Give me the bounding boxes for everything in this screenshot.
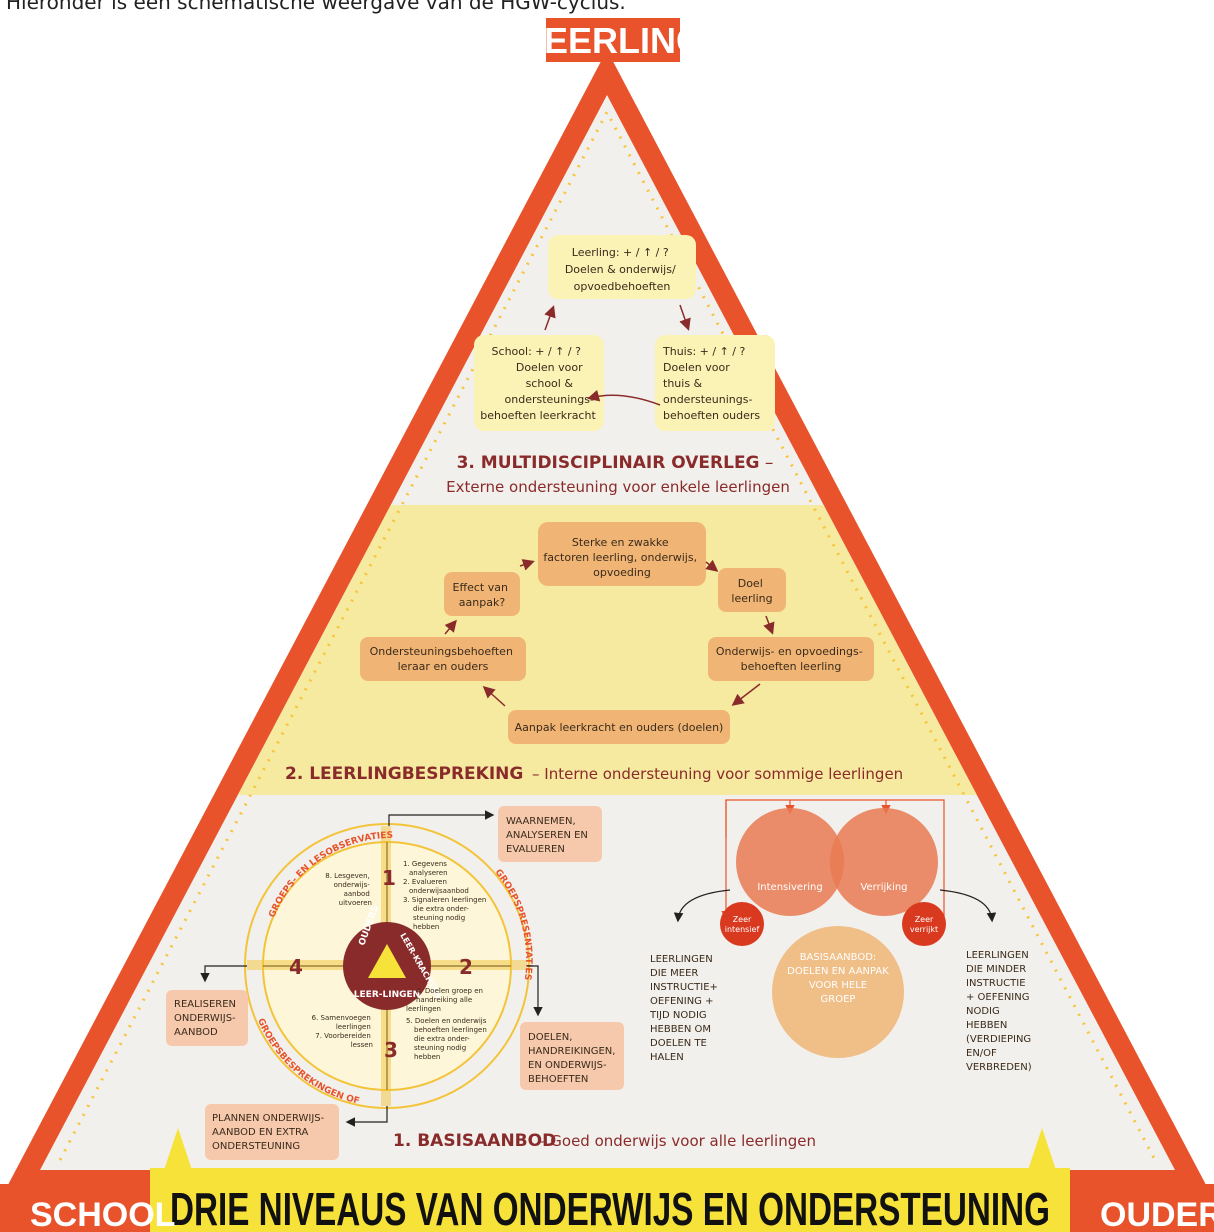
- level1-subtitle: – Goed onderwijs voor alle leerlingen: [538, 1132, 816, 1150]
- svg-text:4: 4: [289, 955, 303, 979]
- level3-cycle: Leerling: + / ↑ / ? Doelen & onderwijs/ …: [474, 235, 775, 431]
- level2-cycle: Sterke en zwakke factoren leerling, onde…: [360, 522, 874, 744]
- level2-subtitle: – Interne ondersteuning voor sommige lee…: [532, 765, 903, 783]
- left-label: SCHOOL: [30, 1196, 175, 1232]
- svg-text:Sterke en zwakke factore: Sterke en zwakke factoren leerling, onde…: [543, 536, 700, 579]
- svg-text:Effect van aanpak?: Effect van aanpak?: [453, 581, 512, 609]
- apex-label-box: [546, 18, 680, 62]
- svg-text:PLANNEN ONDERWIJS-AANBOD EN EX: PLANNEN ONDERWIJS-AANBOD EN EXTRAONDERST…: [212, 1113, 325, 1152]
- level3-subtitle: Externe ondersteuning voor enkele leerli…: [446, 478, 790, 496]
- level1-wheel: OUDERS LEER-KRACHTEN LEER-LINGEN 1 2 3 4…: [244, 823, 533, 1109]
- l3-left-box: School: + / ↑ / ? Doelen voor school & o…: [480, 345, 597, 422]
- svg-text:LEER-LINGEN: LEER-LINGEN: [354, 990, 420, 1000]
- l3-top-box: Leerling: + / ↑ / ? Doelen & onderwijs/ …: [565, 246, 679, 293]
- svg-text:6. Samenvoegen leerlinge: 6. Samenvoegen leerlingen 7. Voorbereide…: [312, 1014, 373, 1049]
- svg-text:3: 3: [384, 1038, 398, 1062]
- svg-text:8. Lesgeven, onderwijs-: 8. Lesgeven, onderwijs- aanbod uitvoeren: [325, 872, 372, 907]
- banner-title: DRIE NIVEAUS VAN ONDERWIJS EN ONDERSTEUN…: [170, 1183, 1050, 1232]
- apex-label: LEERLING: [522, 20, 704, 61]
- svg-text:2: 2: [459, 955, 473, 979]
- bottom-banner: [150, 1168, 1070, 1232]
- svg-text:DOELEN,HANDREIKINGEN,EN ONDERW: DOELEN,HANDREIKINGEN,EN ONDERWIJS-BEHOEF…: [528, 1032, 615, 1085]
- svg-text:1: 1: [382, 866, 396, 890]
- svg-text:Intensivering: Intensivering: [757, 882, 822, 893]
- svg-text:4. Doelen groep en handr: 4. Doelen groep en handreiking alle leer…: [406, 987, 489, 1061]
- svg-text:1. Gegevens analyseren: 1. Gegevens analyseren 2. Evalueren onde…: [403, 860, 489, 931]
- caption: Hieronder is een schematische weergave v…: [6, 0, 626, 14]
- svg-text:Verrijking: Verrijking: [860, 882, 907, 893]
- level1-title: 1. BASISAANBOD: [393, 1131, 556, 1151]
- level3-title: 3. MULTIDISCIPLINAIR OVERLEG –: [457, 453, 774, 473]
- svg-text:Onderwijs- en opvoedings-: Onderwijs- en opvoedings- behoeften leer…: [716, 645, 866, 673]
- svg-text:Aanpak leerkracht en ouders (d: Aanpak leerkracht en ouders (doelen): [515, 721, 724, 734]
- svg-text:Ondersteuningsbehoeften: Ondersteuningsbehoeften leraar en ouders: [370, 645, 517, 673]
- svg-text:Doel leerling: Doel leerling: [731, 577, 772, 605]
- level2-title: 2. LEERLINGBESPREKING: [285, 764, 523, 784]
- l3-right-box: Thuis: + / ↑ / ? Doelen voor thuis & ond…: [662, 345, 760, 422]
- right-label: OUDERS: [1100, 1196, 1214, 1232]
